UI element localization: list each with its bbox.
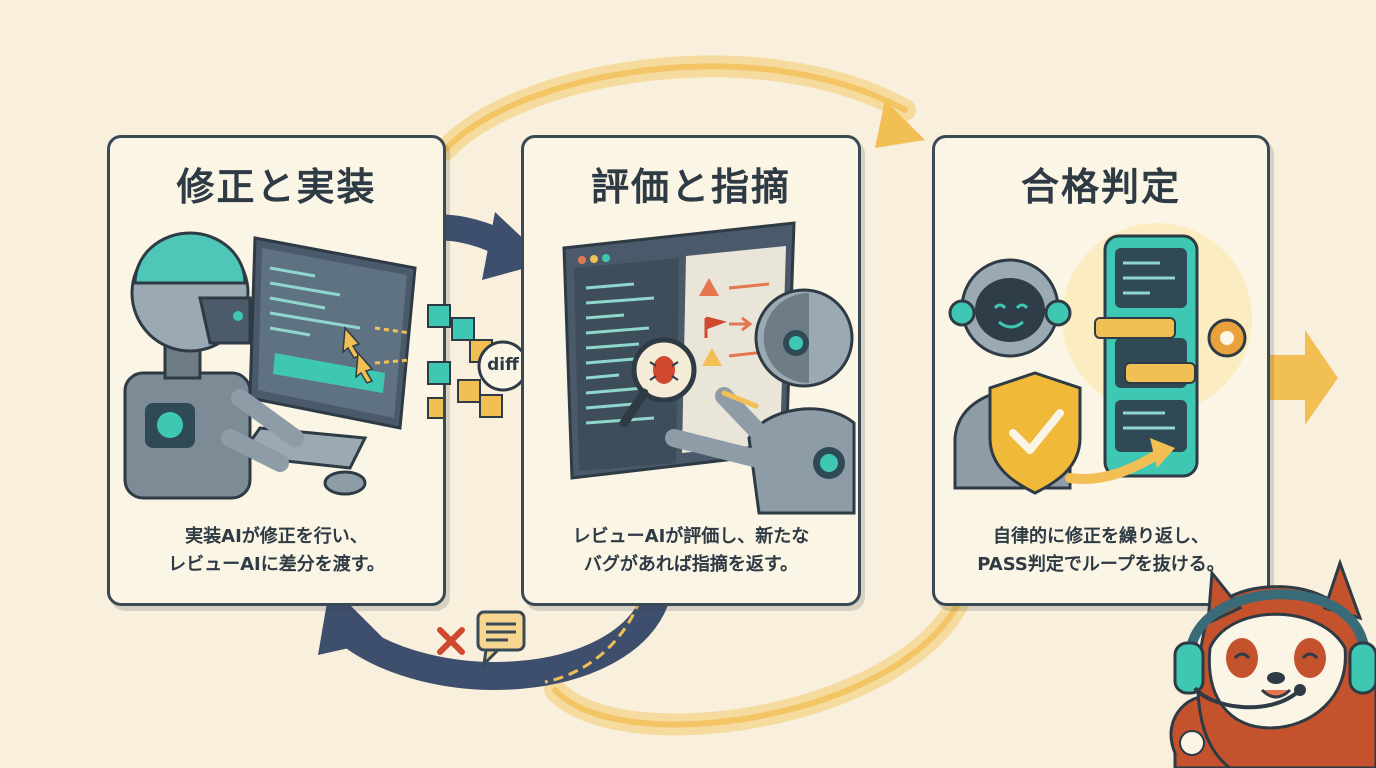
caption-line: バグがあれば指摘を返す。 (583, 554, 799, 575)
warning-icon (699, 278, 719, 296)
implement-illustration (123, 231, 443, 500)
step-caption: 実装AIが修正を行い、 レビューAIに差分を渡す。 (110, 523, 443, 579)
pass-illustration (948, 223, 1252, 495)
speech-bubble-icon (476, 610, 526, 669)
caption-line: 実装AIが修正を行い、 (185, 526, 368, 547)
robot-icon (665, 288, 856, 515)
exit-arrow (1268, 330, 1338, 425)
caption-line: レビューAIが評価し、新たな (572, 526, 810, 547)
step-title: 修正と実装 (176, 165, 377, 209)
monitor-icon (248, 236, 417, 430)
step-title: 評価と指摘 (590, 165, 791, 209)
magnifier-bug-icon (619, 337, 697, 428)
orange-loop-arrow (434, 55, 971, 736)
review-illustration (562, 221, 856, 515)
step-panel-pass: 合格判定 (932, 135, 1270, 606)
caption-line: PASS判定でループを抜ける。 (977, 554, 1225, 575)
caption-line: レビューAIに差分を渡す。 (168, 554, 385, 575)
diff-badge: diff (487, 355, 519, 375)
cube-stack-icon (427, 305, 443, 419)
robot-icon (123, 231, 304, 500)
server-icon (1094, 234, 1199, 478)
shield-check-icon (988, 371, 1082, 495)
flag-icon (704, 316, 728, 338)
caption-line: 自律的に修正を繰り返し、 (993, 526, 1209, 547)
red-panda-mascot-icon (1169, 558, 1376, 768)
step-panel-implement: 修正と実装 (107, 135, 446, 606)
reject-x-icon (437, 627, 465, 655)
mouse-icon (323, 470, 367, 496)
step-caption: 自律的に修正を繰り返し、 PASS判定でループを抜ける。 (935, 523, 1267, 579)
step-caption: レビューAIが評価し、新たな バグがあれば指摘を返す。 (524, 523, 858, 579)
gear-icon (1207, 318, 1247, 358)
step-panel-review: 評価と指摘 (521, 135, 861, 606)
step-title: 合格判定 (1020, 165, 1181, 209)
warning-icon (702, 348, 722, 366)
